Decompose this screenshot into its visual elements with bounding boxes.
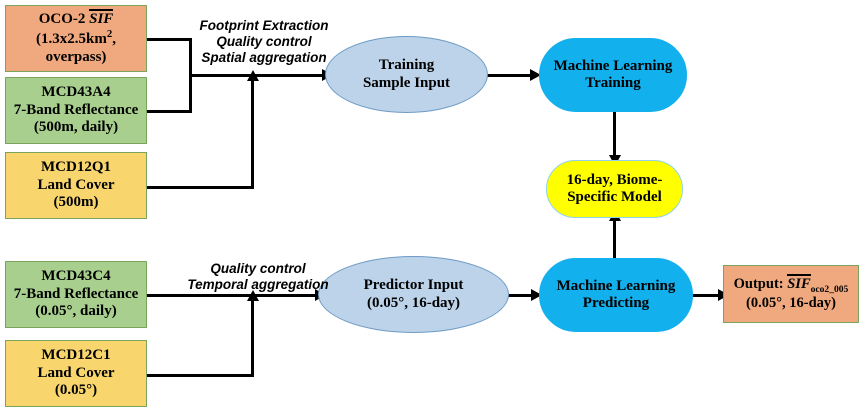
model-line1: 16-day, Biome- [566, 171, 663, 188]
oco2-line2: (1.3x2.5km2, [36, 28, 116, 48]
mcd43c4-box[interactable]: MCD43C4 7-Band Reflectance (0.05°, daily… [5, 261, 147, 328]
connector-mcd43a4-stub [146, 110, 192, 113]
connector-mcd12q1-h [146, 186, 254, 189]
connector-mcd12c1-h [146, 374, 254, 377]
mcd12q1-line1: MCD12Q1 [41, 159, 111, 176]
mcd43c4-line1: MCD43C4 [41, 268, 111, 285]
mcd12c1-box[interactable]: MCD12C1 Land Cover (0.05°) [5, 340, 147, 407]
arrowhead-tsi-to-mlt [530, 69, 541, 81]
pi-line2: (0.05°, 16-day) [366, 294, 461, 311]
mcd43a4-line1: MCD43A4 [41, 84, 111, 101]
bottom-process-label: Quality control Temporal aggregation [187, 261, 329, 292]
mlp-line1: Machine Learning [556, 277, 676, 294]
connector-mlp-to-output [692, 294, 723, 297]
connector-mcd12q1-v [251, 77, 254, 189]
tsi-line2: Sample Input [362, 74, 451, 91]
arrowhead-pi-to-mlp [531, 289, 542, 301]
oco2-sif-box[interactable]: OCO-2 SIF (1.3x2.5km2, overpass) [5, 5, 147, 72]
connector-mlt-to-model [613, 111, 616, 161]
connector-mlp-to-model [613, 216, 616, 266]
mcd12c1-line2: Land Cover [37, 364, 115, 381]
output-box[interactable]: Output: SIFoco2_005 (0.05°, 16-day) [723, 265, 859, 323]
mcd43c4-line3: (0.05°, daily) [35, 303, 117, 320]
oco2-line1: OCO-2 SIF [38, 8, 114, 27]
connector-bottom-main [146, 294, 318, 297]
predictor-input-node[interactable]: Predictor Input (0.05°, 16-day) [318, 256, 509, 333]
mcd43c4-line2: 7-Band Reflectance [13, 285, 139, 302]
connector-oco2-stub [146, 38, 192, 41]
mcd12q1-box[interactable]: MCD12Q1 Land Cover (500m) [5, 152, 147, 219]
connector-tsi-to-mlt [487, 74, 534, 77]
model-line2: Specific Model [567, 189, 662, 205]
output-line1: Output: SIFoco2_005 [733, 274, 849, 295]
mlt-line1: Machine Learning [553, 57, 673, 74]
mcd12c1-line1: MCD12C1 [41, 347, 111, 364]
mcd12c1-line3: (0.05°) [54, 382, 98, 399]
mlp-line2: Predicting [582, 295, 650, 311]
mcd43a4-box[interactable]: MCD43A4 7-Band Reflectance (500m, daily) [5, 77, 147, 144]
mcd43a4-line3: (500m, daily) [33, 119, 119, 136]
training-sample-input-node[interactable]: Training Sample Input [325, 36, 488, 113]
oco2-line3: overpass) [45, 48, 107, 65]
pi-line1: Predictor Input [363, 277, 464, 294]
tsi-line1: Training [378, 57, 435, 74]
arrowhead-mcd12q1 [247, 70, 259, 81]
top-process-label: Footprint Extraction Quality control Spa… [199, 18, 329, 65]
model-node[interactable]: 16-day, Biome- Specific Model [546, 160, 683, 218]
arrowhead-mcd12c1 [247, 290, 259, 301]
output-line2: (0.05°, 16-day) [746, 295, 836, 312]
mcd43a4-line2: 7-Band Reflectance [13, 101, 139, 118]
connector-mcd12c1-v [251, 297, 254, 377]
connector-pi-to-mlp [508, 294, 535, 297]
mcd12q1-line3: (500m) [53, 194, 99, 211]
mcd12q1-line2: Land Cover [37, 176, 115, 193]
ml-training-node[interactable]: Machine Learning Training [539, 38, 687, 112]
mlt-line2: Training [585, 75, 641, 91]
ml-predicting-node[interactable]: Machine Learning Predicting [539, 258, 693, 332]
